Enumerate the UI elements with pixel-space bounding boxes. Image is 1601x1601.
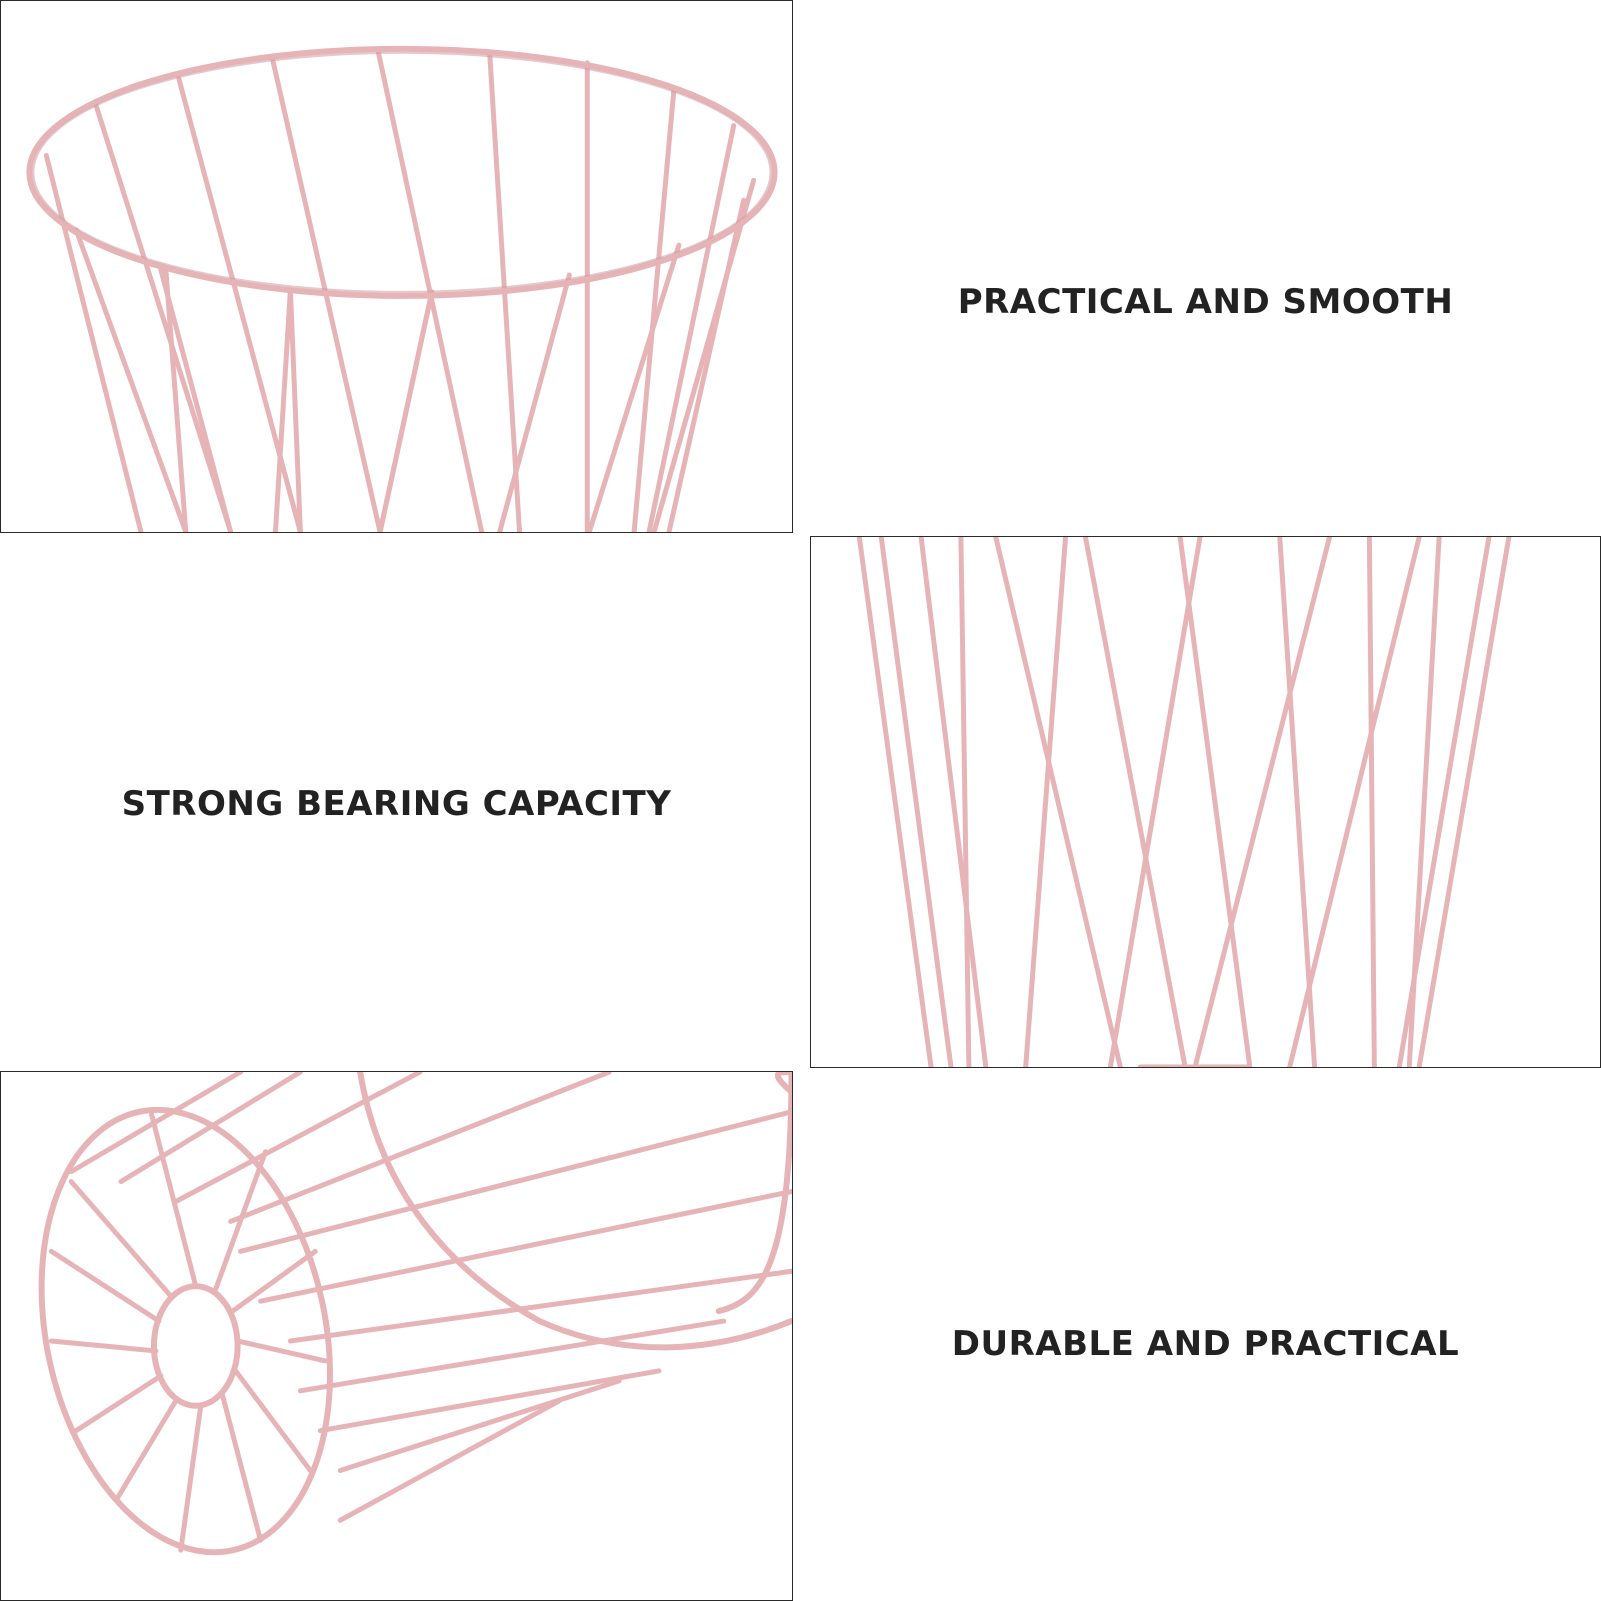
wire-basket-side-illustration <box>856 537 1512 1067</box>
caption-strong-bearing: STRONG BEARING CAPACITY <box>121 784 672 824</box>
photo-basket-rim <box>0 0 793 533</box>
caption-practical-smooth: PRACTICAL AND SMOOTH <box>957 282 1454 322</box>
caption-durable-practical: DURABLE AND PRACTICAL <box>951 1324 1460 1364</box>
wire-basket-bottom-illustration <box>38 1072 792 1556</box>
photo-basket-side <box>810 536 1601 1068</box>
photo-basket-bottom <box>0 1071 793 1601</box>
wire-basket-rim-illustration <box>26 45 778 532</box>
